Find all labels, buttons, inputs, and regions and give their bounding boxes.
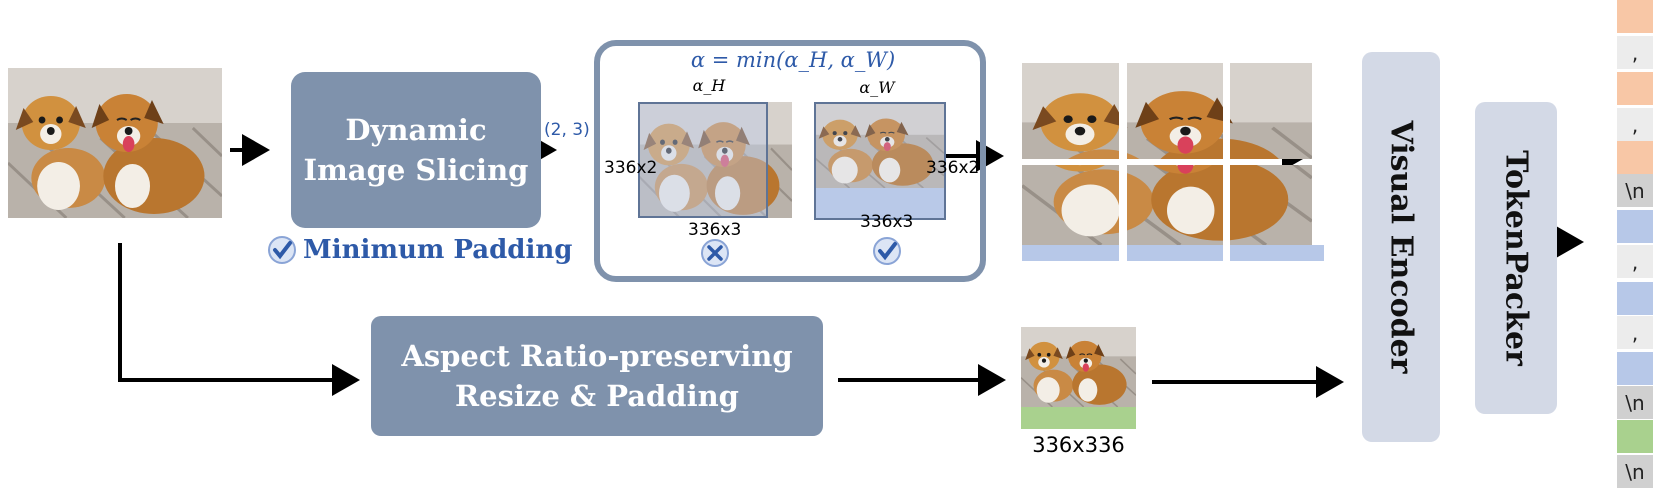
token-gray: \n: [1617, 174, 1653, 207]
alpha-h-frame: [638, 102, 768, 218]
grid-size-label: (2, 3): [544, 120, 590, 140]
token-light: ,: [1617, 316, 1653, 349]
token-gray: \n: [1617, 455, 1653, 488]
visual-encoder-box: Visual Encoder: [1362, 52, 1440, 442]
token-light: ,: [1617, 108, 1653, 141]
thumbnail-label: 336x336: [1032, 433, 1125, 457]
token-orange: [1617, 0, 1653, 33]
resize-line1: Aspect Ratio-preserving: [401, 339, 793, 373]
check-icon: [268, 236, 296, 264]
alpha-panel: [594, 40, 986, 282]
min-padding-text: Minimum Padding: [303, 235, 573, 265]
cross-icon: [701, 239, 729, 267]
alpha-w-bottom-label: 336x3: [860, 212, 914, 232]
slice-grid: [1022, 63, 1324, 261]
thumbnail-padding: [1021, 407, 1136, 429]
dynamic-slicing-line2: Image Slicing: [303, 153, 529, 187]
resize-padding-box: Aspect Ratio-preserving Resize & Padding: [371, 316, 823, 436]
token-light: ,: [1617, 36, 1653, 69]
dynamic-slicing-line1: Dynamic: [345, 113, 487, 147]
alpha-w-label: α_W: [859, 78, 895, 97]
token-blue: [1617, 282, 1653, 315]
alpha-h-side-label: 336x2: [604, 158, 658, 178]
token-orange: [1617, 141, 1653, 174]
alpha-h-bottom-label: 336x3: [688, 220, 742, 240]
alpha-w-frame: [814, 102, 946, 220]
alpha-w-padding: [814, 188, 944, 218]
slice-padding: [1230, 245, 1324, 261]
token-light: ,: [1617, 245, 1653, 278]
token-blue: [1617, 352, 1653, 385]
alpha-formula: α = min(α_H, α_W): [690, 48, 896, 72]
check-icon: [873, 237, 901, 265]
token-packer-box: TokenPacker: [1475, 102, 1557, 414]
token-orange: [1617, 72, 1653, 105]
min-padding-label: Minimum Padding: [267, 235, 572, 265]
token-gray: \n: [1617, 386, 1653, 419]
slice-padding: [1022, 245, 1119, 261]
arrow-input-to-resize: [118, 243, 360, 396]
alpha-w-side-label: 336x2: [926, 158, 980, 178]
dynamic-slicing-box: Dynamic Image Slicing: [291, 72, 541, 228]
token-green: [1617, 420, 1653, 453]
alpha-h-label: α_H: [692, 76, 726, 95]
token-blue: [1617, 210, 1653, 243]
resize-line2: Resize & Padding: [455, 379, 739, 413]
slice-padding: [1127, 245, 1223, 261]
